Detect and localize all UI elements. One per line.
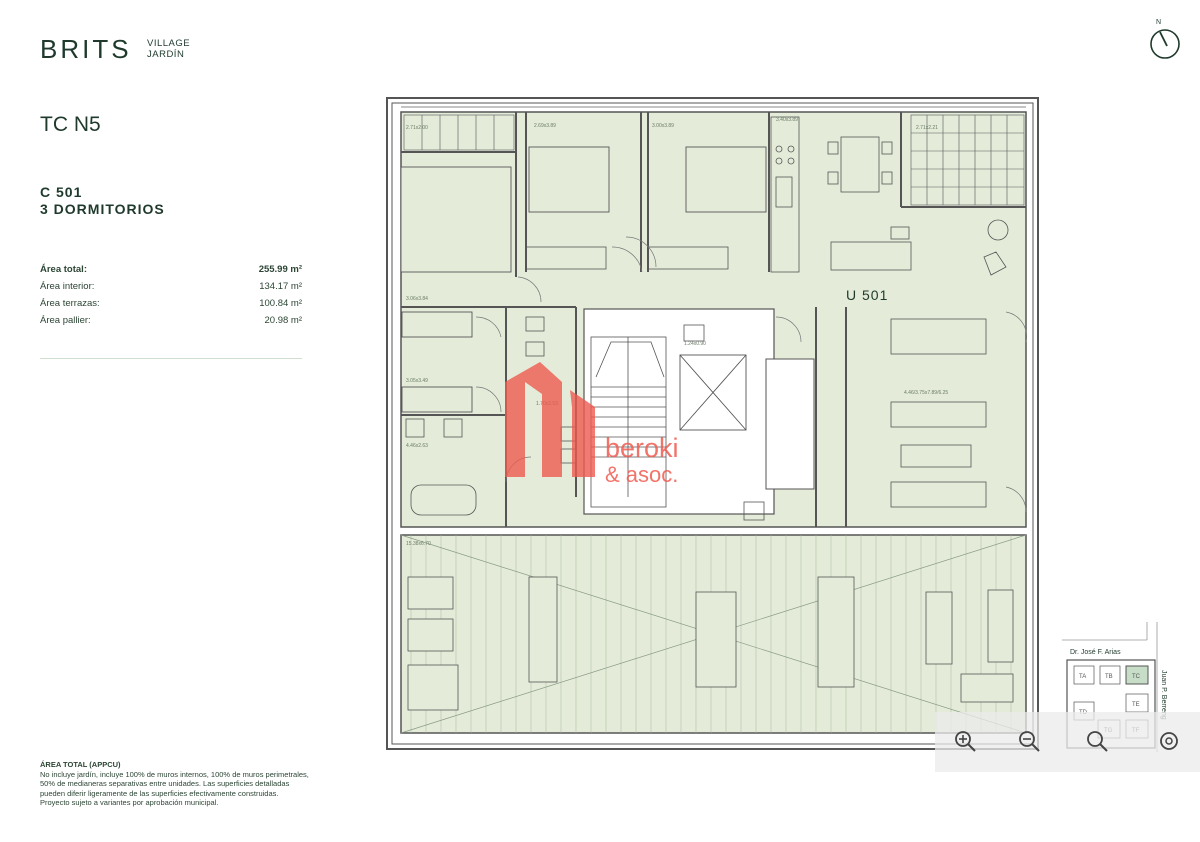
area-row-interior: Área interior: 134.17 m² xyxy=(40,281,302,298)
tower-title: TC N5 xyxy=(40,113,101,136)
room-dim-label: 3.06x3.84 xyxy=(406,296,428,302)
area-label: Área terrazas: xyxy=(40,298,100,309)
search-icon[interactable] xyxy=(1085,729,1109,753)
areas-table: Área total: 255.99 m² Área interior: 134… xyxy=(40,264,302,332)
reset-zoom-icon[interactable] xyxy=(1157,729,1181,753)
unit-code: C 501 xyxy=(40,184,83,200)
area-label: Área pallier: xyxy=(40,315,91,326)
room-dim-label: 3.00x3.89 xyxy=(652,123,674,129)
area-label: Área interior: xyxy=(40,281,95,292)
room-dim-label: 4.46x2.63 xyxy=(406,443,428,449)
bed-icon xyxy=(401,386,473,413)
area-row-terrazas: Área terrazas: 100.84 m² xyxy=(40,298,302,315)
area-row-pallier: Área pallier: 20.98 m² xyxy=(40,315,302,332)
zoom-in-icon[interactable] xyxy=(953,729,977,753)
kitchen xyxy=(770,116,800,273)
brand-sub-line-1: VILLAGE xyxy=(147,38,191,49)
room-dim-label: 4.46/3.75x7.89/6.25 xyxy=(904,390,948,396)
room-dim-label: 2.71x2.21 xyxy=(916,125,938,131)
elevator xyxy=(679,354,747,431)
lobby xyxy=(765,358,815,490)
north-compass-icon: N xyxy=(1150,19,1180,59)
keymap-block-ta xyxy=(1073,665,1095,685)
plan-inner-frame xyxy=(391,102,1034,745)
area-value: 100.84 m² xyxy=(259,298,302,309)
keymap-block-label: TE xyxy=(1132,702,1140,708)
divider xyxy=(40,358,302,359)
area-note: ÁREA TOTAL (APPCU) No incluye jardín, in… xyxy=(40,760,310,808)
area-value: 20.98 m² xyxy=(264,315,303,326)
brand-logo: BRITS xyxy=(40,34,132,65)
brand-sub-line-2: JARDÍN xyxy=(147,49,185,60)
zoom-out-icon[interactable] xyxy=(1017,729,1041,753)
room-dim-label: 3.40x3.89 xyxy=(776,117,798,123)
bed-icon xyxy=(685,146,767,213)
street-top-label: Dr. José F. Arias xyxy=(1070,649,1121,656)
floor-plan: 2.71x2.00 2.69x3.89 3.00x3.89 3.40x3.89 … xyxy=(386,97,1039,750)
room-dim-label: 3.05x3.49 xyxy=(406,378,428,384)
area-row-total: Área total: 255.99 m² xyxy=(40,264,302,281)
closets xyxy=(525,241,912,271)
keymap-block-label: TA xyxy=(1079,674,1086,680)
keymap-block-tb xyxy=(1099,665,1121,685)
north-label: N xyxy=(1156,19,1161,26)
room-dim-label: 1.24x0.90 xyxy=(684,341,706,347)
bed-icon xyxy=(401,311,473,338)
zoom-controls xyxy=(935,712,1200,772)
living-furniture xyxy=(890,219,1009,508)
furniture-beds xyxy=(400,146,767,413)
brand-logo-text: BRITS xyxy=(40,34,132,64)
beroki-watermark: beroki & asoc. xyxy=(505,362,679,487)
area-value: 255.99 m² xyxy=(258,264,302,275)
terrace xyxy=(400,534,1027,734)
area-value: 134.17 m² xyxy=(259,281,302,292)
watermark-line1: beroki xyxy=(605,433,679,463)
keymap-block-tc-highlight xyxy=(1125,665,1149,685)
bed-icon xyxy=(400,166,512,273)
watermark-line2: & asoc. xyxy=(605,462,678,487)
unit-label: U 501 xyxy=(846,287,888,303)
room-dim-label: 15.38x6.70 xyxy=(406,541,431,547)
bed-icon xyxy=(528,146,610,213)
note-title: ÁREA TOTAL (APPCU) xyxy=(40,760,121,769)
note-text: No incluye jardín, incluye 100% de muros… xyxy=(40,769,309,808)
keymap-block-label: TC xyxy=(1132,674,1141,680)
beroki-logo-mark xyxy=(505,362,562,477)
dining-table-top xyxy=(827,136,893,193)
unit-type: 3 DORMITORIOS xyxy=(40,201,165,217)
keymap-block-label: TB xyxy=(1105,674,1113,680)
street-side-label: Juan P. Berreng xyxy=(1160,670,1167,720)
staircase xyxy=(590,336,667,508)
brand-subtitle: VILLAGE JARDÍN xyxy=(147,38,190,60)
beroki-logo-mark xyxy=(570,390,595,477)
room-dim-label: 2.69x3.89 xyxy=(534,123,556,129)
terrace-grid-left xyxy=(403,114,515,151)
room-dim-label: 2.71x2.00 xyxy=(406,125,428,131)
terrace-grid-right xyxy=(910,114,1025,206)
area-label: Área total: xyxy=(40,264,87,275)
room-dimension-labels: 2.71x2.00 2.69x3.89 3.00x3.89 3.40x3.89 … xyxy=(406,117,948,547)
